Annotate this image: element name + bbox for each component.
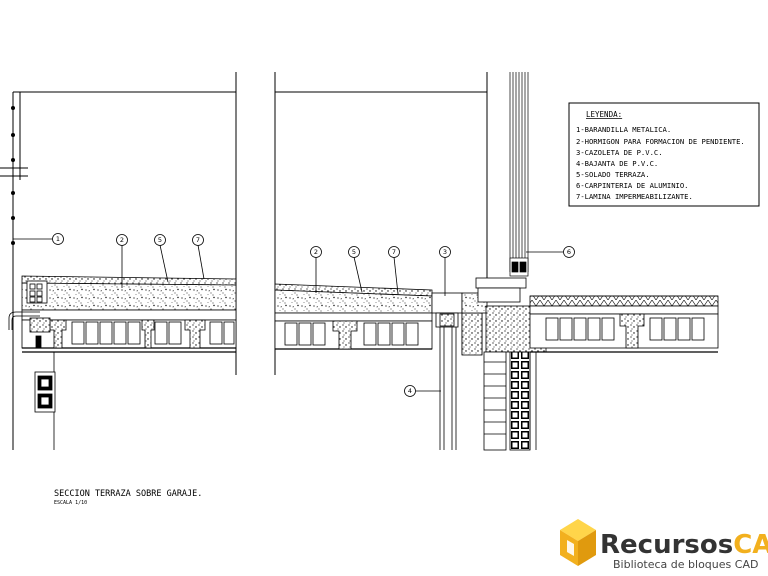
left-parapet xyxy=(8,280,51,349)
legend-item: 4-BAJANTA DE P.V.C. xyxy=(576,159,658,168)
brand-name: RecursosCAD xyxy=(600,530,768,560)
right-joists xyxy=(332,320,358,350)
callout-7-left xyxy=(192,234,204,246)
drawing-title: SECCION TERRAZA SOBRE GARAJE. ESCALA 1/1… xyxy=(54,489,202,506)
window-frame xyxy=(509,72,529,277)
callout-label: 2 xyxy=(314,248,318,256)
legend-item: 6-CARPINTERIA DE ALUMINIO. xyxy=(576,181,689,190)
callout-5-right xyxy=(348,246,360,258)
legend-item: 5-SOLADO TERRAZA. xyxy=(576,170,650,179)
legend-item: 2-HORMIGON PARA FORMACION DE PENDIENTE. xyxy=(576,137,745,146)
legend-item: 7-LAMINA IMPERMEABILIZANTE. xyxy=(576,192,693,201)
legend-box xyxy=(568,102,760,207)
right-edge-slab xyxy=(461,277,719,353)
callout-1 xyxy=(52,233,64,245)
callout-label: 3 xyxy=(443,248,447,256)
brand-tagline: Biblioteca de bloques CAD xyxy=(613,558,758,571)
railing-dots xyxy=(11,106,15,245)
scale-text: ESCALA 1/10 xyxy=(54,500,87,506)
callout-label: 5 xyxy=(158,236,162,244)
callout-6 xyxy=(563,246,575,258)
callout-4 xyxy=(404,385,416,397)
cube-icon xyxy=(560,519,596,566)
brick-wall xyxy=(483,351,537,451)
callout-label: 7 xyxy=(196,236,200,244)
legend-item: 3-CAZOLETA DE P.V.C. xyxy=(576,148,663,157)
legend-item: 1-BARANDILLA METALICA. xyxy=(576,125,671,134)
legend: LEYENDA: 1-BARANDILLA METALICA. 2-HORMIG… xyxy=(568,102,760,207)
drain-and-downpipe xyxy=(431,292,483,450)
right-far-blocks xyxy=(545,317,705,341)
callout-label: 2 xyxy=(120,236,124,244)
callout-3 xyxy=(439,246,451,258)
left-column-lower xyxy=(34,352,56,450)
right-far-joists xyxy=(619,313,645,349)
callout-label: 5 xyxy=(352,248,356,256)
left-joists xyxy=(49,319,206,349)
callout-label: 4 xyxy=(408,387,412,395)
callout-5-left xyxy=(154,234,166,246)
callout-7-right xyxy=(388,246,400,258)
recursoscad-logo: RecursosCAD Biblioteca de bloques CAD xyxy=(560,519,768,571)
right-hollow-blocks xyxy=(284,322,419,346)
callout-labels: 1 2 5 7 2 5 7 3 6 4 xyxy=(56,235,571,395)
left-hollow-blocks xyxy=(71,321,235,345)
title-text: SECCION TERRAZA SOBRE GARAJE. xyxy=(54,489,202,499)
callout-2-right xyxy=(310,246,322,258)
callout-label: 6 xyxy=(567,248,571,256)
left-building-edge xyxy=(0,91,236,450)
callout-label: 1 xyxy=(56,235,60,243)
callout-label: 7 xyxy=(392,248,396,256)
callouts xyxy=(13,238,563,392)
callout-bubbles xyxy=(52,233,575,397)
callout-2-left xyxy=(116,234,128,246)
legend-title: LEYENDA: xyxy=(586,110,622,119)
